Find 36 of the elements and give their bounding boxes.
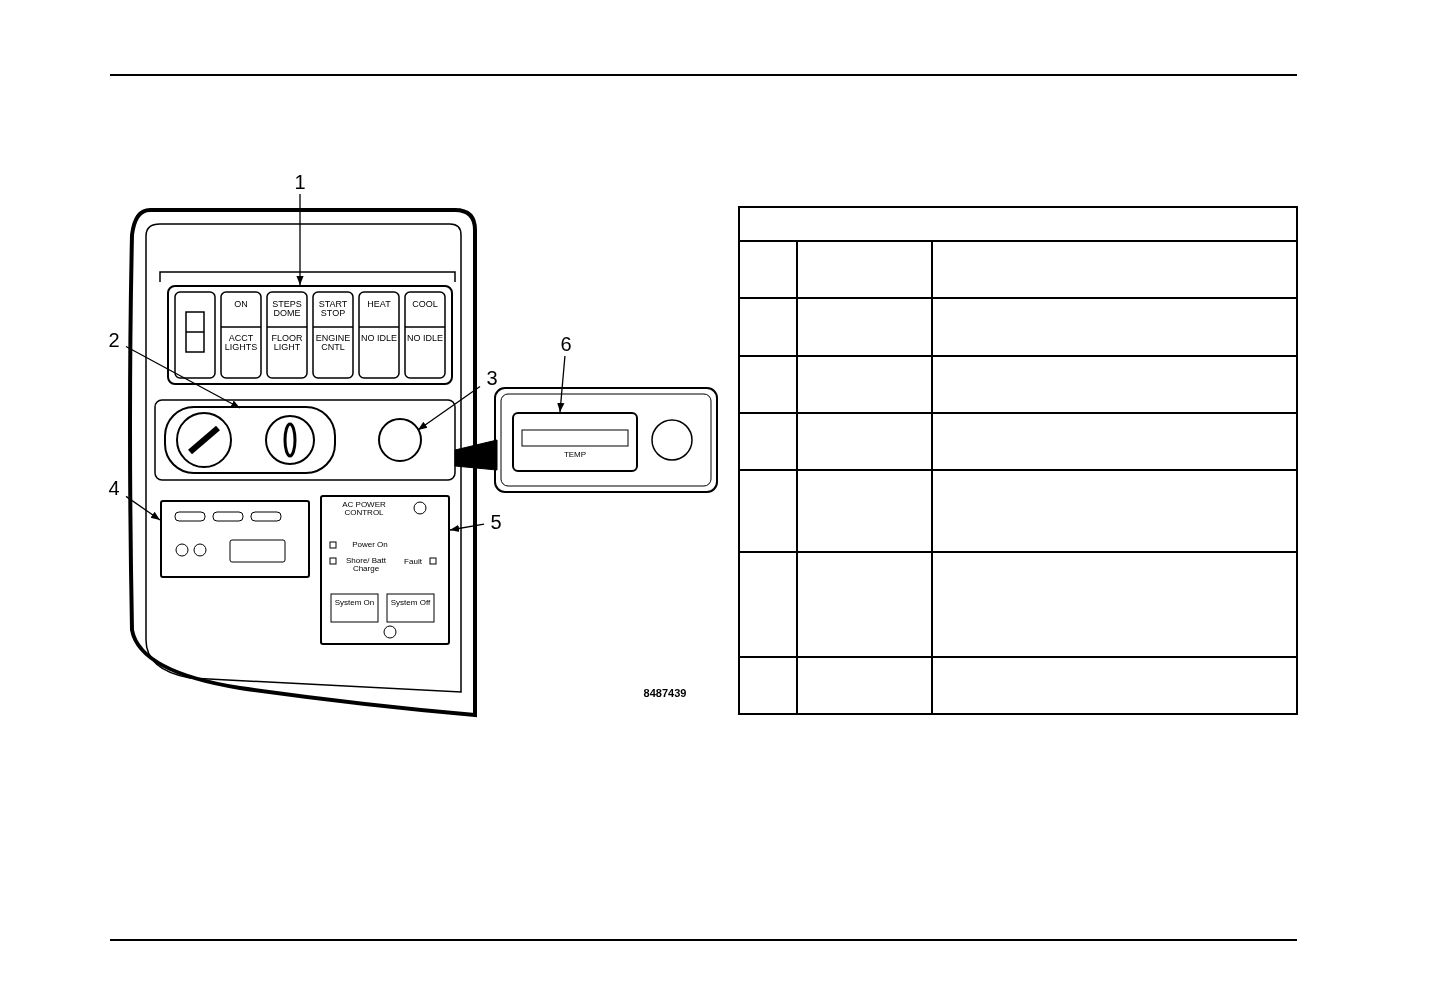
leader-line	[296, 193, 304, 286]
switch-label: HEAT	[366, 300, 392, 310]
switch-label: NO IDLE	[406, 334, 444, 344]
figure-number: 8487439	[642, 688, 688, 700]
panel-text: Power On	[351, 541, 389, 550]
fuse-panel	[160, 500, 310, 578]
panel-text: Fault	[403, 558, 423, 567]
switch-label: FLOOR LIGHT	[270, 334, 304, 353]
callout-number: 5	[486, 512, 506, 532]
switch-label: COOL	[411, 300, 439, 310]
leader-line	[449, 523, 485, 533]
switch-panel	[167, 285, 453, 385]
switch-label: ON	[233, 300, 249, 310]
switch-label: STEPS DOME	[271, 300, 303, 319]
power-control-panel	[320, 495, 450, 645]
leader-line	[125, 345, 241, 409]
leader-line	[417, 385, 481, 431]
climate-control	[512, 412, 638, 472]
panel-text: Shore/ Batt Charge	[345, 557, 387, 574]
callout-number: 1	[290, 172, 310, 192]
panel-text: AC POWER CONTROL	[341, 501, 387, 518]
callout-number: 4	[104, 478, 124, 498]
button-label: TEMP	[562, 451, 588, 460]
leader-line	[557, 355, 566, 413]
leader-line	[125, 495, 161, 521]
switch-label: NO IDLE	[360, 334, 398, 344]
callout-number: 2	[104, 330, 124, 350]
callout-number: 6	[556, 334, 576, 354]
button-label: System On	[333, 599, 376, 608]
ignition-switch-panel	[164, 406, 336, 474]
callout-number: 3	[482, 368, 502, 388]
switch-label: START STOP	[317, 300, 349, 319]
button-label: System Off	[389, 599, 432, 608]
switch-label: ACCT LIGHTS	[223, 334, 259, 353]
power-receptacle	[378, 418, 422, 462]
switch-label: ENGINE CNTL	[314, 334, 352, 353]
